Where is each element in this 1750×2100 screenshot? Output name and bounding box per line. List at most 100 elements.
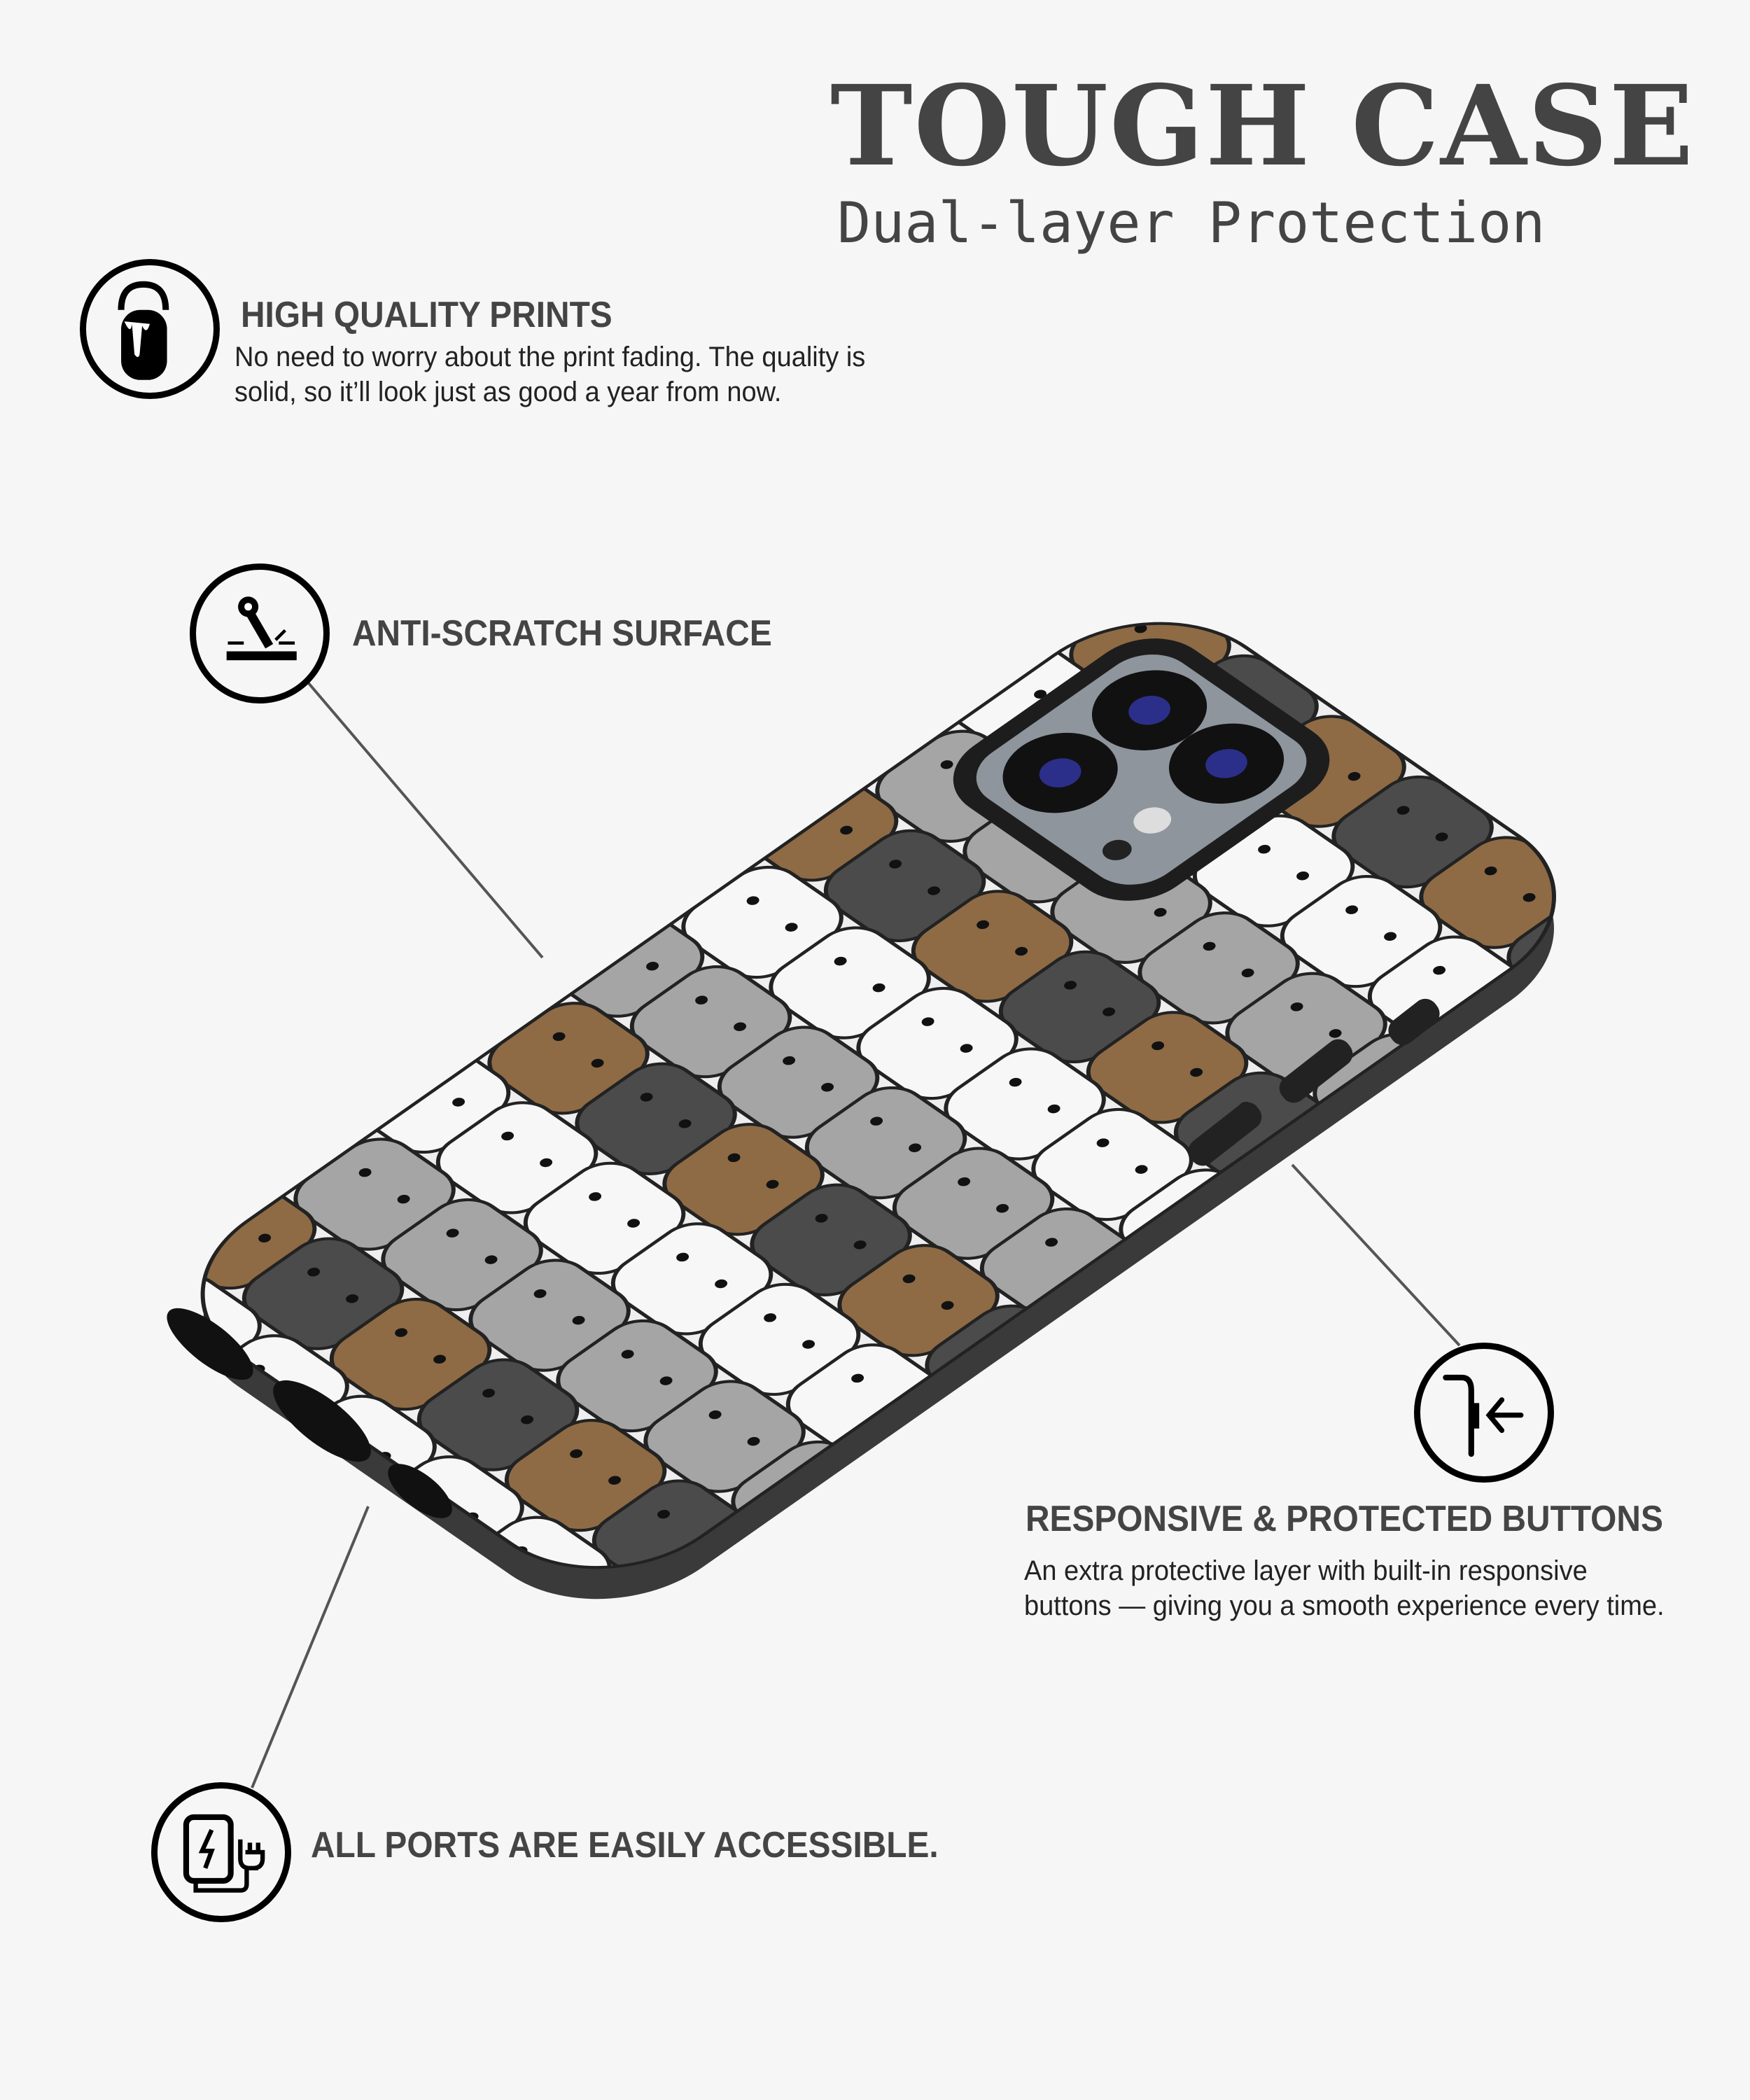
bear-eye [940,760,953,769]
bear-eye [976,920,990,930]
bear-eye [1396,806,1410,815]
bear-eye [572,1315,585,1325]
bear-eye [821,1082,834,1092]
bear-eye [1034,690,1047,699]
bear-eye [1015,946,1028,956]
bear-eye [851,1373,864,1383]
bear-eye [708,1410,722,1420]
page-title: TOUGH CASE [830,62,1695,191]
bear-eye [941,1301,954,1310]
bear-eye [727,1153,741,1163]
bear-eye [540,1158,553,1168]
bear-eye [1416,1089,1429,1099]
callout-line-ports [251,1506,370,1788]
bear-eye [1290,1002,1303,1011]
bear-eye [834,956,847,966]
bear-eye [889,860,902,869]
bear-eye [646,961,659,971]
bear-eye [802,799,815,808]
bear-eye [600,1605,617,1618]
bear-eye [1435,832,1448,841]
bear-eye [747,1436,760,1446]
bear-eye [552,1032,566,1042]
paint-bucket-icon [80,259,220,399]
bear-eye [452,1098,465,1107]
bear-eye [397,1194,410,1204]
bear-eye [220,1207,233,1216]
bear-eye [1134,624,1147,634]
bear-eye [1135,1165,1148,1174]
bear-eye [1345,905,1359,914]
bear-eye [783,1056,796,1065]
bear-eye [307,1267,321,1277]
bear-eye [1203,941,1216,951]
bear-eye [358,1168,372,1177]
bear-eye [1241,968,1254,978]
bear-eye [1222,1225,1236,1235]
bear-eye [995,663,1009,672]
bear-eye [521,1415,534,1424]
bear-eye [1572,927,1585,936]
bear-eye [659,1376,673,1385]
bear-eye [1258,844,1271,854]
bear-eye [1433,965,1446,975]
bear-eye [1028,1362,1042,1371]
phone-case [146,584,1625,1618]
bear-eye [872,983,886,993]
bear-eye [996,1203,1009,1213]
bear-eye [802,1340,816,1349]
bear-eye [482,1388,496,1398]
bear-eye [764,1313,777,1322]
bear-eye [1102,1007,1116,1016]
case-side-buttons [1188,998,1440,1166]
bear-eye [501,1131,514,1141]
camera-flash [1133,807,1172,834]
bear-eye [1152,1041,1165,1051]
bear-eye [958,1177,971,1186]
bear-eye [414,1071,427,1080]
scratch-test-icon [190,564,330,704]
bear-eye [921,1017,934,1026]
side-button-press-icon [1414,1343,1554,1483]
callout-line-buttons [1291,1163,1461,1347]
feature-desc-prints-1: No need to worry about the print fading.… [234,342,866,372]
feature-desc-buttons-1: An extra protective layer with built-in … [1024,1555,1588,1586]
callout-line-scratch [307,681,544,959]
bear-eye [1047,1104,1060,1114]
bear-eye [715,1279,728,1289]
bear-eye [766,1180,779,1189]
bear-eye [608,1476,622,1485]
bear-eye [1154,908,1167,917]
bear-eye [678,1119,692,1128]
bear-eye [853,1240,867,1250]
bear-eye [395,1328,408,1337]
bear-eye [258,1233,272,1242]
bear-eye [570,1449,583,1458]
bear-eye [589,1192,602,1201]
feature-title-ports: ALL PORTS ARE EASILY ACCESSIBLE. [311,1825,939,1865]
bear-eye [1045,1238,1058,1247]
bear-eye [446,1228,459,1238]
bear-eye [608,934,621,944]
case-port-openings [167,1308,452,1518]
bear-eye [591,1058,604,1068]
bear-eye [433,1354,447,1364]
bear-eye [657,1509,671,1519]
bear-eye [960,1044,973,1053]
bear-eye [533,1289,547,1298]
bear-eye [346,1294,359,1303]
bear-eye [640,1093,653,1102]
bear-eye [909,1143,922,1152]
bear-eye [621,1350,634,1359]
bear-eye [1096,1138,1110,1147]
bear-eye [1384,932,1397,941]
bear-eye [484,1255,498,1264]
camera-module [953,638,1330,901]
bear-eye [676,1252,690,1262]
bear-eye [1608,952,1625,965]
bear-eye [1348,771,1361,781]
bear-eye [870,1116,883,1126]
bear-eye [1522,892,1536,902]
phone-charging-port-icon [151,1782,291,1922]
